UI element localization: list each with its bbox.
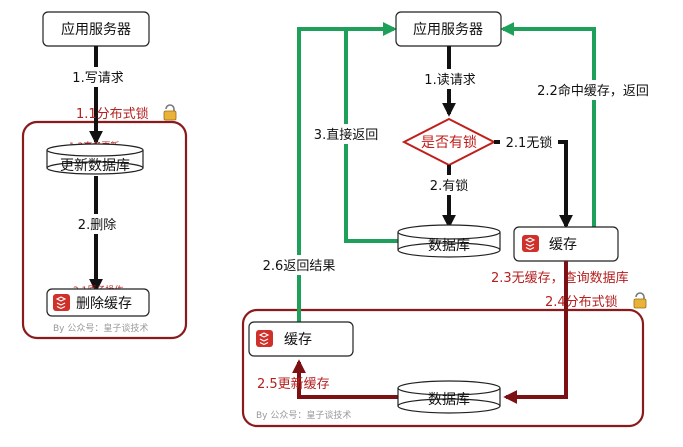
right-cache-hit-label: 2.2命中缓存，返回	[537, 83, 649, 99]
right-edge-cache-hit	[500, 22, 596, 227]
right-cache-bottom-label: 缓存	[284, 332, 312, 348]
redis-icon	[256, 330, 273, 347]
right-cache-top-node: 缓存	[513, 226, 619, 262]
right-edge-return-result	[297, 22, 397, 325]
right-lock-frame	[241, 308, 645, 428]
right-app-server-label: 应用服务器	[413, 21, 483, 38]
left-write-request-label: 1.写请求	[72, 71, 123, 86]
right-database-top-label: 数据库	[428, 238, 470, 254]
right-is-locked-label: 是否有锁	[421, 135, 477, 151]
left-delete-label: 2.删除	[78, 218, 116, 233]
right-edge-query-db	[503, 261, 568, 404]
right-return-result-label: 2.6返回结果	[263, 259, 336, 274]
right-dist-lock-label: 2.4分布式锁	[545, 294, 618, 310]
redis-icon	[522, 235, 539, 252]
right-app-server-node: 应用服务器	[395, 11, 502, 47]
right-cache-top-label: 缓存	[549, 237, 577, 253]
left-update-db-node: 更新数据库	[46, 143, 144, 175]
right-update-cache-label: 2.5更新缓存	[257, 376, 330, 392]
lock-icon	[633, 292, 647, 309]
lock-icon	[163, 104, 177, 121]
right-watermark: By 公众号：皇子谈技术	[256, 409, 351, 421]
right-miss-query-db-label: 2.3无缓存，查询数据库	[491, 270, 629, 286]
left-app-server-label: 应用服务器	[61, 21, 131, 38]
right-database-top-node: 数据库	[397, 224, 501, 258]
right-no-lock-label: 2.1无锁	[506, 135, 553, 151]
left-update-db-label: 更新数据库	[60, 158, 130, 174]
left-delete-cache-label: 删除缓存	[76, 296, 132, 312]
right-database-bottom-label: 数据库	[428, 392, 470, 408]
left-app-server-node: 应用服务器	[42, 11, 150, 47]
left-dist-lock-label: 1.1分布式锁	[76, 106, 149, 122]
left-lock-frame	[21, 120, 188, 340]
right-cache-bottom-node: 缓存	[248, 321, 354, 357]
left-watermark: By 公众号：皇子谈技术	[53, 322, 148, 334]
left-delete-cache-node: 删除缓存	[46, 288, 150, 317]
right-edge-no-lock	[494, 140, 573, 229]
right-return-directly-label: 3.直接返回	[314, 127, 378, 143]
right-is-locked-decision: 是否有锁	[401, 117, 497, 167]
redis-icon	[53, 294, 70, 311]
right-edge-update-cache	[292, 359, 398, 399]
right-has-lock-label: 2.有锁	[430, 178, 468, 194]
right-database-bottom-node: 数据库	[397, 380, 501, 414]
right-read-request-label: 1.读请求	[424, 73, 475, 88]
